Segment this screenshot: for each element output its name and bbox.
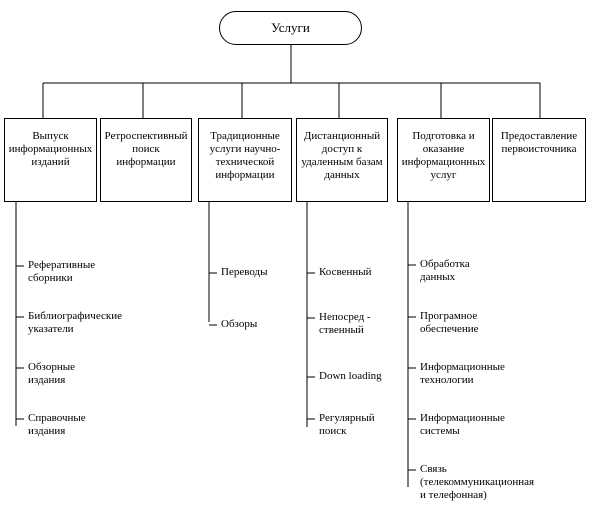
category-box-2: Ретроспективный поиск информации [100,118,192,202]
root-node-services: Услуги [219,11,362,45]
list-item: Реферативные сборники [28,259,96,284]
list-item: Регулярный поиск [319,412,375,437]
list-item: Информационные технологии [420,361,505,386]
category-box-3: Традиционные услуги научно- технической … [198,118,292,202]
category-box-1: Выпуск информационных изданий [4,118,97,202]
category-label: Ретроспективный поиск информации [104,130,188,168]
list-item: Обзорные издания [28,361,75,386]
list-item: Непосред - ственный [319,311,371,336]
category-box-5: Подготовка и оказание информационных усл… [397,118,490,202]
list-item: Справочные издания [28,412,86,437]
list-item: Обзоры [221,318,258,330]
list-item: Переводы [221,266,268,278]
category-box-4: Дистанционный доступ к удаленным базам д… [296,118,388,202]
category-label: Предоставление первоисточника [500,130,578,155]
list-item: Down loading [319,370,382,382]
category-label: Дистанционный доступ к удаленным базам д… [301,130,383,181]
list-item: Косвенный [319,266,372,278]
category-label: Выпуск информационных изданий [8,130,93,168]
category-label: Подготовка и оказание информационных усл… [401,130,486,181]
list-item: Информационные системы [420,412,505,437]
list-item: Библиографические указатели [28,310,122,335]
category-box-6: Предоставление первоисточника [492,118,586,202]
list-item: Програмное обеспечение [420,310,479,335]
list-item: Связь (телекоммуникационная и телефонная… [420,463,535,501]
list-item: Обработка данных [420,258,470,283]
category-label: Традиционные услуги научно- технической … [209,130,281,181]
